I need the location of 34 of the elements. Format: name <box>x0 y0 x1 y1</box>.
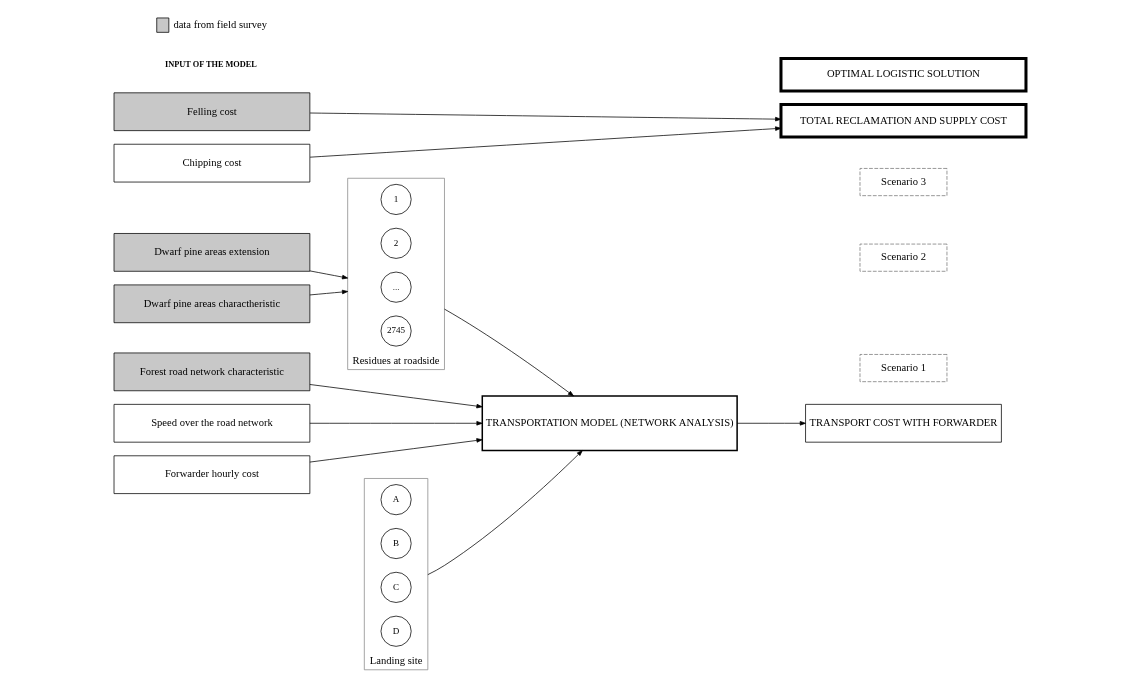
node-box: Dwarf pine areas extension <box>113 233 311 272</box>
node-box: Felling cost <box>113 92 311 131</box>
node-circle: ... <box>380 271 412 303</box>
arrow <box>309 289 349 296</box>
node-circle: 2 <box>380 227 412 259</box>
node-box: Forwarder hourly cost <box>113 455 311 494</box>
node-circle: A <box>380 484 412 516</box>
node-box: OPTIMAL LOGISTIC SOLUTION <box>779 56 1028 93</box>
arrow <box>444 308 574 397</box>
node-box: Scenario 2 <box>859 243 948 272</box>
node-box: TOTAL RECLAMATION AND SUPPLY COST <box>779 103 1028 139</box>
node-circle: 2745 <box>380 315 412 347</box>
arrow <box>309 270 349 280</box>
node-circle: B <box>380 528 412 559</box>
node-box: Dwarf pine areas charactheristic <box>113 284 311 324</box>
node-box: TRANSPORTATION MODEL (NETWORK ANALYSIS) <box>481 395 738 452</box>
arrow <box>309 421 483 426</box>
node-circle: 1 <box>380 183 412 215</box>
arrow <box>309 112 782 122</box>
node-box: Speed over the road network <box>113 404 311 443</box>
node-box: Forest road network characteristic <box>113 352 311 392</box>
label: INPUT OF THE MODEL <box>165 59 257 69</box>
node-box: Chipping cost <box>113 143 311 183</box>
legend-label: data from field survey <box>173 18 268 30</box>
node-circle: C <box>380 571 412 603</box>
arrow <box>309 384 483 409</box>
arrow <box>309 438 483 463</box>
node-box: TRANSPORT COST WITH FORWARDER <box>805 404 1002 443</box>
node-box: Scenario 3 <box>859 168 948 197</box>
arrow <box>309 126 782 158</box>
arrow <box>427 450 583 575</box>
node-box: Scenario 1 <box>859 354 948 383</box>
arrow <box>736 421 806 426</box>
node-circle: D <box>380 615 412 647</box>
